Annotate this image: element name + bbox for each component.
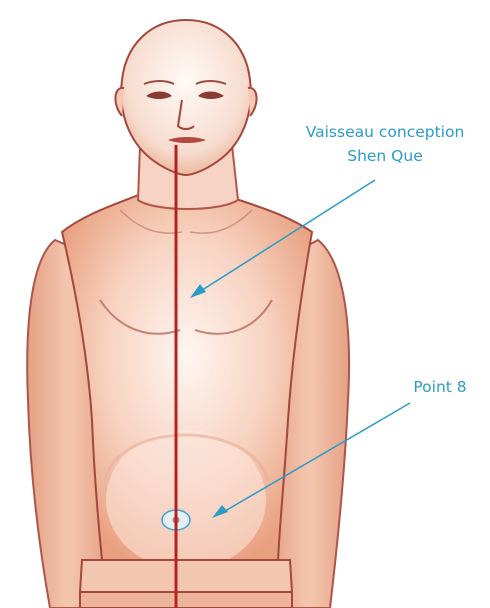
hip-band-lower xyxy=(80,592,292,608)
label-vaisseau-conception-line1: Vaisseau conception xyxy=(285,120,485,144)
label-point-8: Point 8 xyxy=(395,375,485,399)
abdomen-halo xyxy=(106,430,266,570)
label-vaisseau-conception: Vaisseau conception Shen Que xyxy=(285,120,485,168)
hip-band xyxy=(80,560,292,592)
label-vaisseau-conception-line2: Shen Que xyxy=(285,144,485,168)
